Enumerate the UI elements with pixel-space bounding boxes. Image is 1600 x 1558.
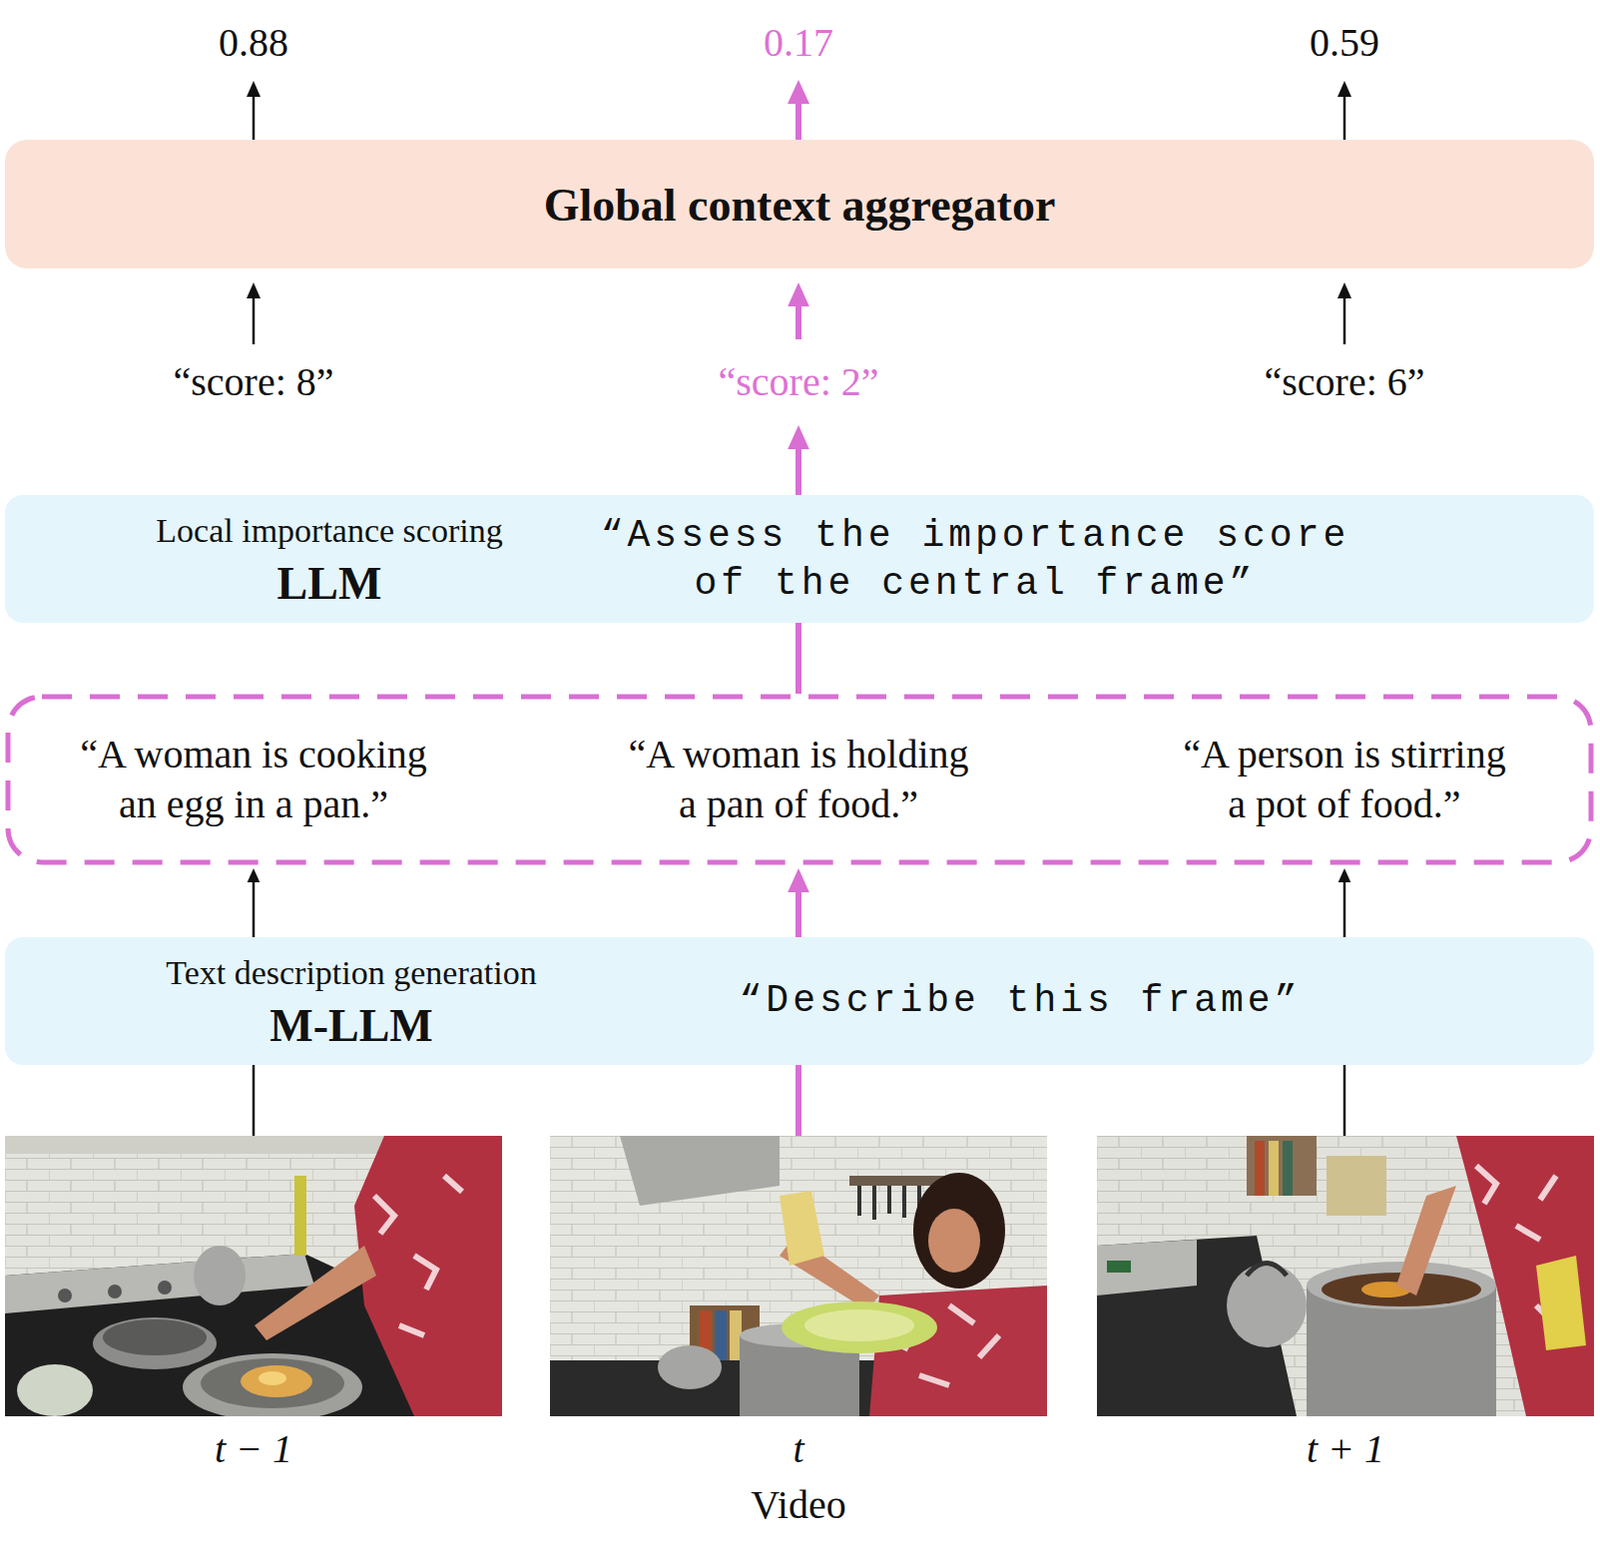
score-arrow — [246, 282, 1352, 345]
box-title: LLM — [277, 554, 383, 613]
prompt-text: “Assess the importance score of the cent… — [585, 512, 1365, 607]
edge-label: “score: 2” — [717, 357, 879, 408]
arrow-head — [787, 282, 810, 307]
connector-line — [795, 444, 802, 496]
box-title: M-LLM — [269, 997, 434, 1056]
axis-label: Video — [750, 1480, 846, 1531]
video-frame: t + 1 — [1096, 1135, 1595, 1417]
arrow-line — [252, 93, 256, 140]
frame-index: t — [792, 1424, 804, 1475]
video-frame-illustration — [4, 1135, 503, 1417]
arrow-line — [252, 295, 256, 345]
arrow-head — [246, 80, 261, 97]
frame-caption: “A woman is holding a pan of food.” — [618, 729, 979, 830]
connector — [247, 868, 261, 938]
output-score: 0.59 — [1309, 17, 1380, 68]
aggregator-box: Global context aggregator — [4, 139, 1595, 269]
dashed-outline — [4, 693, 1595, 866]
video-frame: t − 1 — [4, 1135, 503, 1417]
arrow-head — [787, 79, 810, 104]
arrow-head — [787, 868, 810, 893]
connector-line — [795, 622, 802, 694]
output-score: 0.88 — [218, 17, 289, 68]
connector — [798, 622, 800, 694]
connector-line — [252, 1065, 256, 1136]
connector — [1338, 868, 1352, 938]
video-frame: t — [549, 1135, 1048, 1417]
arrow-head — [787, 425, 810, 450]
video-frame-illustration — [549, 1135, 1048, 1417]
arrow-head — [1337, 282, 1352, 299]
frame-index: t − 1 — [214, 1424, 293, 1475]
connector — [787, 868, 810, 938]
connector — [798, 1065, 800, 1136]
arrow-head — [1337, 80, 1352, 97]
arrow-line — [1343, 295, 1347, 345]
local-score: “score: 8” — [172, 357, 334, 408]
connector-line — [795, 887, 802, 938]
connector — [253, 1065, 255, 1136]
box-subtitle: Local importance scoring — [155, 510, 503, 553]
frame-caption: “A person is stirring a pot of food.” — [1172, 729, 1518, 830]
arrow-line — [1343, 93, 1347, 140]
frame-index: t + 1 — [1306, 1424, 1385, 1475]
arrow-head — [246, 282, 261, 299]
connector-line — [795, 1065, 802, 1136]
connector-line — [1343, 1065, 1347, 1136]
mllm-box: Text description generationM-LLM “Describ… — [4, 937, 1595, 1066]
connector-line — [1343, 879, 1347, 938]
prompt-text: “Describe this frame” — [739, 977, 1302, 1026]
output-arrow — [246, 79, 1352, 140]
box-subtitle: Text description generation — [165, 952, 537, 996]
arrow-head — [247, 868, 261, 883]
local-score: “score: 6” — [1263, 357, 1425, 408]
dashed-border — [7, 696, 1592, 863]
output-score: 0.17 — [763, 17, 834, 68]
box-title: Global context aggregator — [543, 176, 1057, 235]
video-frame-illustration — [1096, 1135, 1595, 1417]
llm-box: Local importance scoringLLM “Assess the i… — [4, 495, 1595, 623]
caption-group: “A woman is cooking an egg in a pan.” “A … — [4, 693, 1595, 866]
frame-caption: “A woman is cooking an egg in a pan.” — [73, 729, 434, 830]
arrow-head — [1338, 868, 1352, 883]
connector-line — [795, 301, 802, 340]
connector-line — [252, 879, 256, 938]
connector — [1344, 1065, 1346, 1136]
arrow-line — [795, 99, 802, 140]
